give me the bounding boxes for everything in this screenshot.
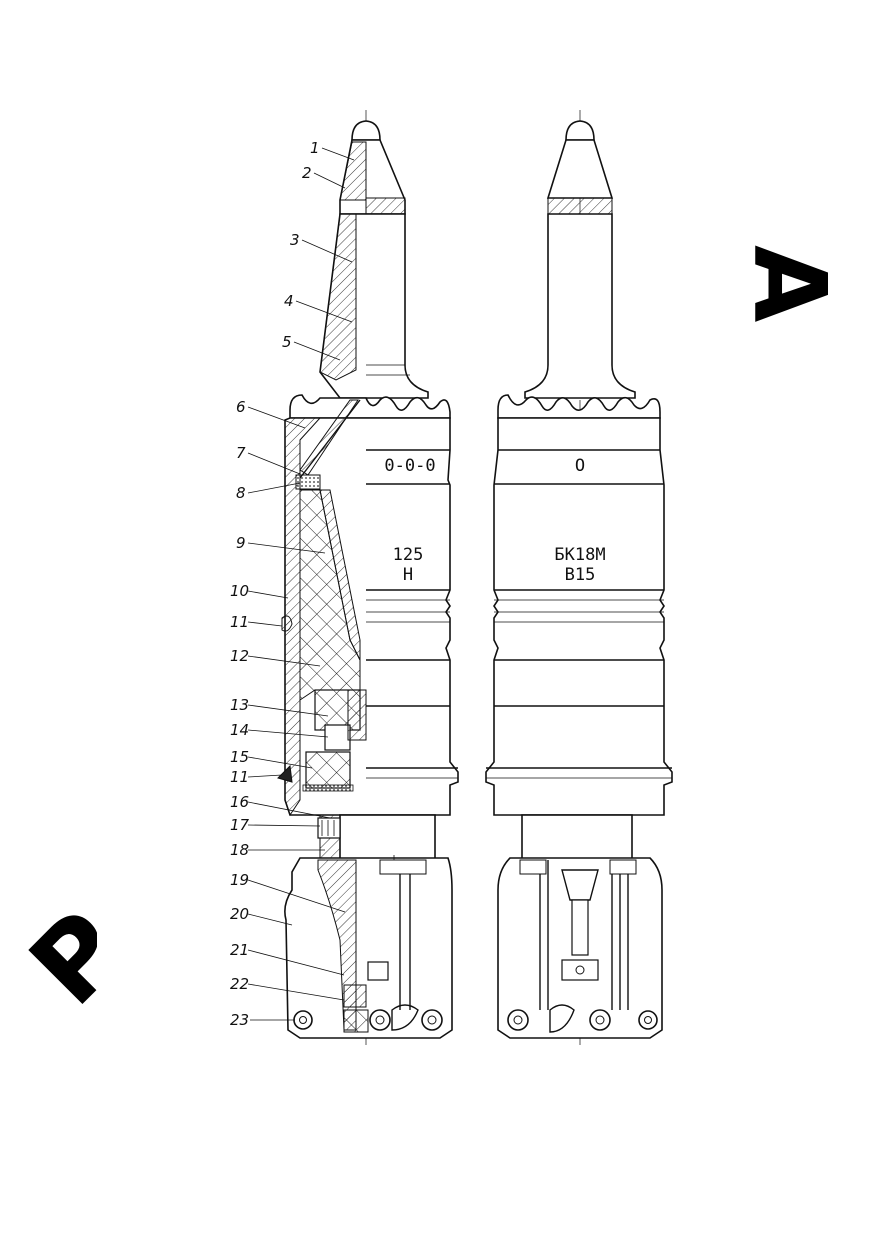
callout-8: 8: [236, 484, 246, 502]
left-projectile-section-view: [277, 110, 459, 1045]
left-fuze-section: [339, 141, 367, 201]
callout-14: 14: [230, 721, 249, 739]
callout-19: 19: [230, 871, 249, 889]
callout-23: 23: [230, 1011, 249, 1029]
right-bolt-2: [589, 1009, 611, 1031]
left-fuze-knurl: [365, 197, 406, 215]
callout-1: 1: [310, 139, 320, 157]
left-lug-upper: [281, 615, 293, 632]
left-casing-wall: [284, 417, 322, 817]
callout-15: 15: [230, 748, 249, 766]
left-nose-section: [319, 213, 357, 381]
left-fuze-tip: [351, 120, 381, 141]
right-nose-body: [524, 213, 636, 399]
callout-10: 10: [230, 582, 249, 600]
left-liner-cone: [299, 399, 359, 476]
callout-3: 3: [290, 231, 300, 249]
right-bolt-3: [638, 1010, 658, 1030]
callout-20: 20: [230, 905, 249, 923]
callout-7: 7: [236, 444, 246, 462]
left-booster: [295, 474, 321, 490]
right-fuze-knurl: [547, 197, 613, 215]
left-bolt-3: [421, 1009, 443, 1031]
left-bolt-1: [293, 1010, 313, 1030]
callout-18: 18: [230, 841, 249, 859]
callout-17: 17: [230, 816, 250, 834]
right-tail-boom: [521, 814, 633, 861]
left-lug-lower: [277, 764, 293, 783]
callout-22: 22: [230, 975, 249, 993]
right-fuze-tip: [565, 120, 595, 141]
right-bolt-1: [507, 1009, 529, 1031]
left-band1-marking: 0-0-0: [384, 456, 435, 476]
callout-4: 4: [284, 292, 294, 310]
left-tail-boom: [339, 814, 436, 861]
left-bolt-2: [369, 1009, 391, 1031]
left-crown: [289, 394, 451, 419]
right-band1-marking: О: [575, 456, 585, 476]
callout-2: 2: [302, 164, 312, 182]
left-base-charge: [305, 751, 351, 789]
left-explosive-wall: [319, 489, 361, 661]
right-crown: [497, 394, 661, 419]
callout-5: 5: [282, 333, 292, 351]
right-projectile-exterior-view: [485, 110, 673, 1045]
right-fuze-cone: [546, 139, 614, 199]
left-fragment-mask: [97, 880, 217, 1040]
right-band2-marking-line1: БК18М: [554, 545, 605, 565]
callout-11a: 11: [230, 613, 249, 631]
left-band2-marking-line2: Н: [403, 565, 413, 585]
callout-13: 13: [230, 696, 249, 714]
callout-9: 9: [236, 534, 246, 552]
right-main-body: [485, 417, 673, 816]
right-edge-letter-fragment: А: [731, 245, 848, 322]
right-band2-marking-line2: В15: [565, 565, 596, 585]
callout-6: 6: [236, 398, 246, 416]
callout-12: 12: [230, 647, 249, 665]
left-band2-marking-line1: 125: [393, 545, 424, 565]
callout-11b: 11: [230, 768, 249, 786]
left-charge-holder: [324, 724, 351, 751]
callout-labels: 1 2 3 4 5 6 7 8 9 10 11 12 13 14 15 11 1…: [230, 139, 355, 1029]
callout-21: 21: [230, 941, 249, 959]
callout-16: 16: [230, 793, 249, 811]
